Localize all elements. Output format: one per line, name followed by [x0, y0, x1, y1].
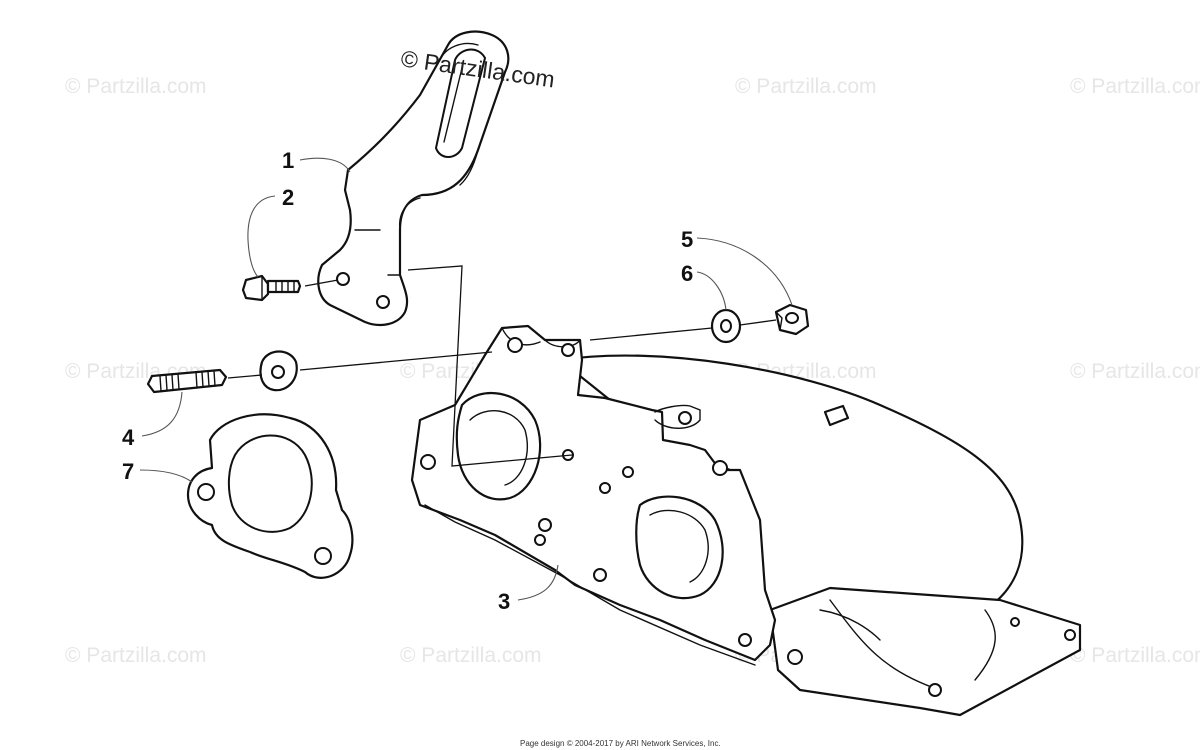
- outlet-bolt-hole: [928, 683, 942, 697]
- flange-bolt-hole: [622, 466, 634, 478]
- callout-2: 2: [282, 185, 294, 210]
- callout-1: 1: [282, 148, 294, 173]
- bracket-slot-inner: [443, 67, 463, 143]
- leader-2: [247, 195, 276, 278]
- flange-bolt-hole: [534, 534, 546, 546]
- leader-3: [517, 564, 559, 601]
- callout-7: 7: [122, 459, 134, 484]
- gasket-port: [227, 434, 313, 533]
- callout-6: 6: [681, 261, 693, 286]
- watermark: © Partzilla.com: [1070, 360, 1200, 383]
- bolt-head: [241, 274, 270, 302]
- manifold-boss: [823, 404, 850, 427]
- bolt-axis-line: [304, 279, 339, 287]
- washer-inner: [720, 319, 732, 333]
- stud-thread: [159, 370, 216, 392]
- flange-tower-edge: [654, 404, 701, 429]
- watermark: © Partzilla.com: [735, 75, 877, 98]
- bracket-axis-line: [407, 265, 573, 467]
- watermark: © Partzilla.com: [1070, 75, 1200, 98]
- watermark: © Partzilla.com: [65, 644, 207, 667]
- flange-bolt-hole: [507, 337, 523, 353]
- flange-bolt-hole: [678, 411, 692, 425]
- exhaust-port-inner: [469, 410, 528, 486]
- flange-lower-edge: [424, 504, 756, 666]
- exhaust-manifold: [410, 324, 1082, 717]
- callout-4: 4: [122, 425, 135, 450]
- exhaust-port-opening: [455, 391, 542, 501]
- assembly-lines: [227, 265, 777, 467]
- stud-axis-line: [227, 374, 263, 379]
- watermark: © Partzilla.com: [400, 644, 542, 667]
- bracket-hole: [336, 272, 350, 286]
- bracket-edge: [439, 42, 479, 61]
- outlet-bolt-hole: [1064, 629, 1076, 641]
- callout-3: 3: [498, 589, 510, 614]
- gasket-bolt-hole: [197, 483, 215, 501]
- flange-bolt-hole: [599, 482, 611, 494]
- bolt-thread: [275, 280, 295, 293]
- callout-5: 5: [681, 227, 693, 252]
- washer: [710, 308, 742, 344]
- flange-bolt-hole: [712, 460, 728, 476]
- leader-4: [141, 391, 183, 437]
- bolt: [241, 274, 302, 302]
- leader-6: [696, 271, 727, 311]
- nut-hole: [785, 312, 799, 324]
- flange-bolt-hole: [738, 633, 752, 647]
- nut-axis-line: [739, 319, 777, 326]
- manifold-outlet-neck: [829, 599, 941, 691]
- flange-bolt-hole: [420, 454, 436, 470]
- leader-5: [696, 237, 793, 306]
- stud-body: [146, 368, 228, 394]
- stud: [146, 368, 228, 394]
- manifold-runner: [558, 354, 1024, 642]
- watermark: © Partzilla.com: [1070, 644, 1200, 667]
- bracket-slot: [434, 48, 487, 158]
- bracket-edge: [459, 149, 479, 186]
- footer-copyright: Page design © 2004-2017 by ARI Network S…: [520, 739, 721, 748]
- nut-axis-line: [589, 327, 713, 341]
- bracket-hole: [376, 295, 390, 309]
- watermark: © Partzilla.com: [65, 75, 207, 98]
- nut: [774, 303, 810, 336]
- washer-hole: [271, 365, 285, 379]
- outlet-bolt-hole: [787, 649, 803, 665]
- gasket: [186, 413, 354, 579]
- flange-bolt-hole: [538, 518, 552, 532]
- bolt-shank: [266, 279, 302, 294]
- callouts: 1 2 3 4 5 6 7: [122, 148, 693, 614]
- outlet-bolt-hole: [1010, 617, 1020, 627]
- gasket-washer: [259, 350, 298, 392]
- flange-bolt-hole: [561, 343, 575, 357]
- nut-edge: [775, 311, 783, 331]
- manifold-outlet-rib: [819, 609, 881, 641]
- leader-1: [299, 157, 351, 173]
- leader-lines: [139, 157, 793, 601]
- flange-bolt-hole: [593, 568, 607, 582]
- manifold-outlet-neck: [974, 609, 996, 681]
- exhaust-port-inner: [649, 509, 709, 583]
- stud-axis-line: [299, 351, 493, 371]
- gasket-bolt-hole: [314, 547, 332, 565]
- leader-7: [139, 469, 193, 483]
- bracket-edge: [398, 197, 421, 231]
- manifold-outlet-flange: [768, 586, 1082, 717]
- bracket: [317, 30, 510, 327]
